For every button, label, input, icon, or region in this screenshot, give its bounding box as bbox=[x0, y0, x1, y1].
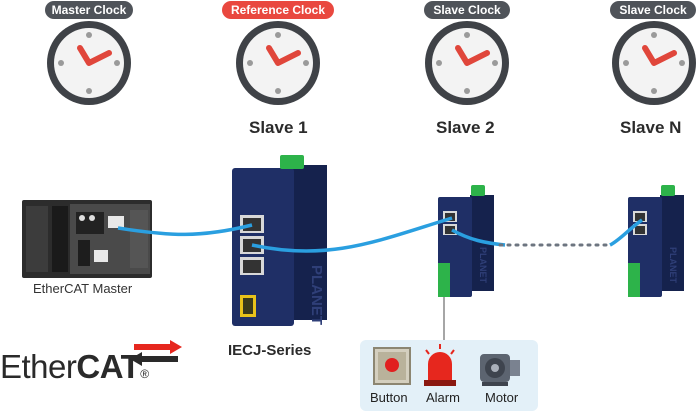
slave-2-title: Slave 2 bbox=[436, 118, 495, 137]
slave-clock-badge-2: Slave Clock bbox=[424, 1, 510, 19]
slave-clock-badge-n: Slave Clock bbox=[610, 1, 696, 19]
slave-n-io-module: PLANET bbox=[628, 185, 684, 297]
reference-clock-icon bbox=[236, 21, 320, 105]
slave1-to-slave2-cable bbox=[251, 216, 453, 253]
slave-2-brand-label: PLANET bbox=[478, 247, 488, 284]
clock-icons bbox=[47, 21, 696, 105]
slave-n-brand-label: PLANET bbox=[668, 247, 678, 284]
slave-1-title: Slave 1 bbox=[249, 118, 308, 137]
logo-registered-mark: ® bbox=[140, 367, 149, 381]
io-devices-panel: Button Alarm Motor bbox=[360, 340, 538, 411]
logo-text-bold: CAT bbox=[76, 348, 141, 385]
reference-clock-badge: Reference Clock bbox=[222, 1, 334, 19]
master-clock-badge: Master Clock bbox=[45, 1, 133, 19]
slave-2-clock-icon bbox=[425, 21, 509, 105]
ethercat-logo-arrows bbox=[130, 340, 182, 366]
switch-brand-label: PLANET bbox=[308, 265, 325, 325]
button-icon bbox=[373, 347, 411, 385]
motor-icon bbox=[480, 354, 520, 386]
to-slave-n-cable bbox=[609, 218, 643, 247]
ethercat-master-plc bbox=[22, 200, 152, 278]
ethercat-master-caption: EtherCAT Master bbox=[33, 281, 133, 296]
alarm-label: Alarm bbox=[426, 390, 460, 405]
slave-n-title: Slave N bbox=[620, 118, 682, 137]
io-device-icons bbox=[373, 344, 520, 386]
slave-n-clock-icon bbox=[612, 21, 696, 105]
alarm-icon bbox=[424, 344, 456, 386]
iecj-series-switch: PLANET bbox=[232, 155, 327, 326]
motor-label: Motor bbox=[485, 390, 519, 405]
master-clock-icon bbox=[47, 21, 131, 105]
iecj-series-caption: IECJ-Series bbox=[228, 342, 312, 359]
ethercat-logo: EtherCAT® bbox=[0, 348, 149, 386]
button-label: Button bbox=[370, 390, 408, 405]
master-to-slave1-cable bbox=[117, 223, 253, 237]
logo-text-regular: Ether bbox=[0, 348, 77, 385]
